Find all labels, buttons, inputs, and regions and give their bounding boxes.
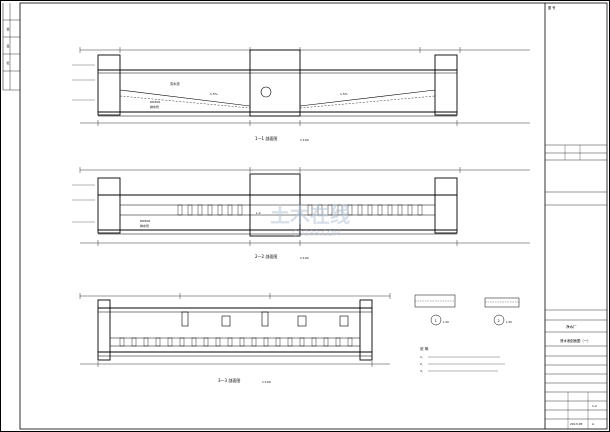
watermark: 土木在线 [270,203,350,227]
drawing-title: 清水池剖面图（一） [560,338,591,343]
detail-2-scale: 1:20 [506,320,512,324]
s2-caption: 2—2 剖面图 [255,253,277,259]
s3-baffle-row [119,337,353,347]
s1-label-pool: 清水池 [170,81,180,86]
strip-char-1: 会 [7,26,10,31]
s1-label-slope-right: 1.5% [340,92,348,96]
detail-1 [414,294,456,326]
corner-label: 图 号 [548,5,555,10]
notes-block: 说 明 1、 2、 3、 [420,346,505,373]
watermark-url: CO188.COM [292,229,341,238]
s2-label-beam: L-2 [256,211,261,215]
detail-1-scale: 1:20 [443,320,449,324]
s1-label-slope-left: 1.5% [210,92,218,96]
notes-line-3: 3、 [420,369,425,373]
drawing-number: 1-2 [592,404,597,408]
s2-label-pipe: DN300 [140,219,150,223]
s1-caption: 1—1 剖面图 [255,135,277,141]
drawing-version: A [592,422,595,426]
inner-frame [19,2,608,430]
notes-line-1: 1、 [420,355,425,359]
drawing-date: 2013.05 [570,422,582,426]
detail-2-id: 2 [498,319,500,323]
s3-scale: 1:100 [262,380,271,384]
s3-column-markers [181,311,349,327]
section-2-2 [72,167,530,246]
project-name: 净水厂 [566,324,577,329]
section-3-3 [79,293,391,367]
signoff-strip: 会 签 栏 [2,3,20,91]
section-1-1 [72,47,530,126]
s2-scale: 1:100 [300,256,309,260]
strip-char-2: 签 [7,43,10,48]
notes-title: 说 明 [420,346,429,351]
detail-1-id: 1 [435,319,437,323]
s1-scale: 1:100 [300,138,309,142]
s1-label-pipe: DN300 [150,100,160,104]
s1-label-drain: 排水管 [150,104,159,109]
s2-label-drain: 排水管 [140,223,149,228]
title-block: 图 号 净水厂 清水池剖面图（一） 1-2 2013.05 A [544,3,607,429]
detail-2 [484,297,520,326]
s2-baffle-row [177,204,423,216]
s3-caption: 3—3 剖面图 [218,377,240,383]
strip-char-3: 栏 [7,60,10,65]
notes-line-2: 2、 [420,362,425,366]
